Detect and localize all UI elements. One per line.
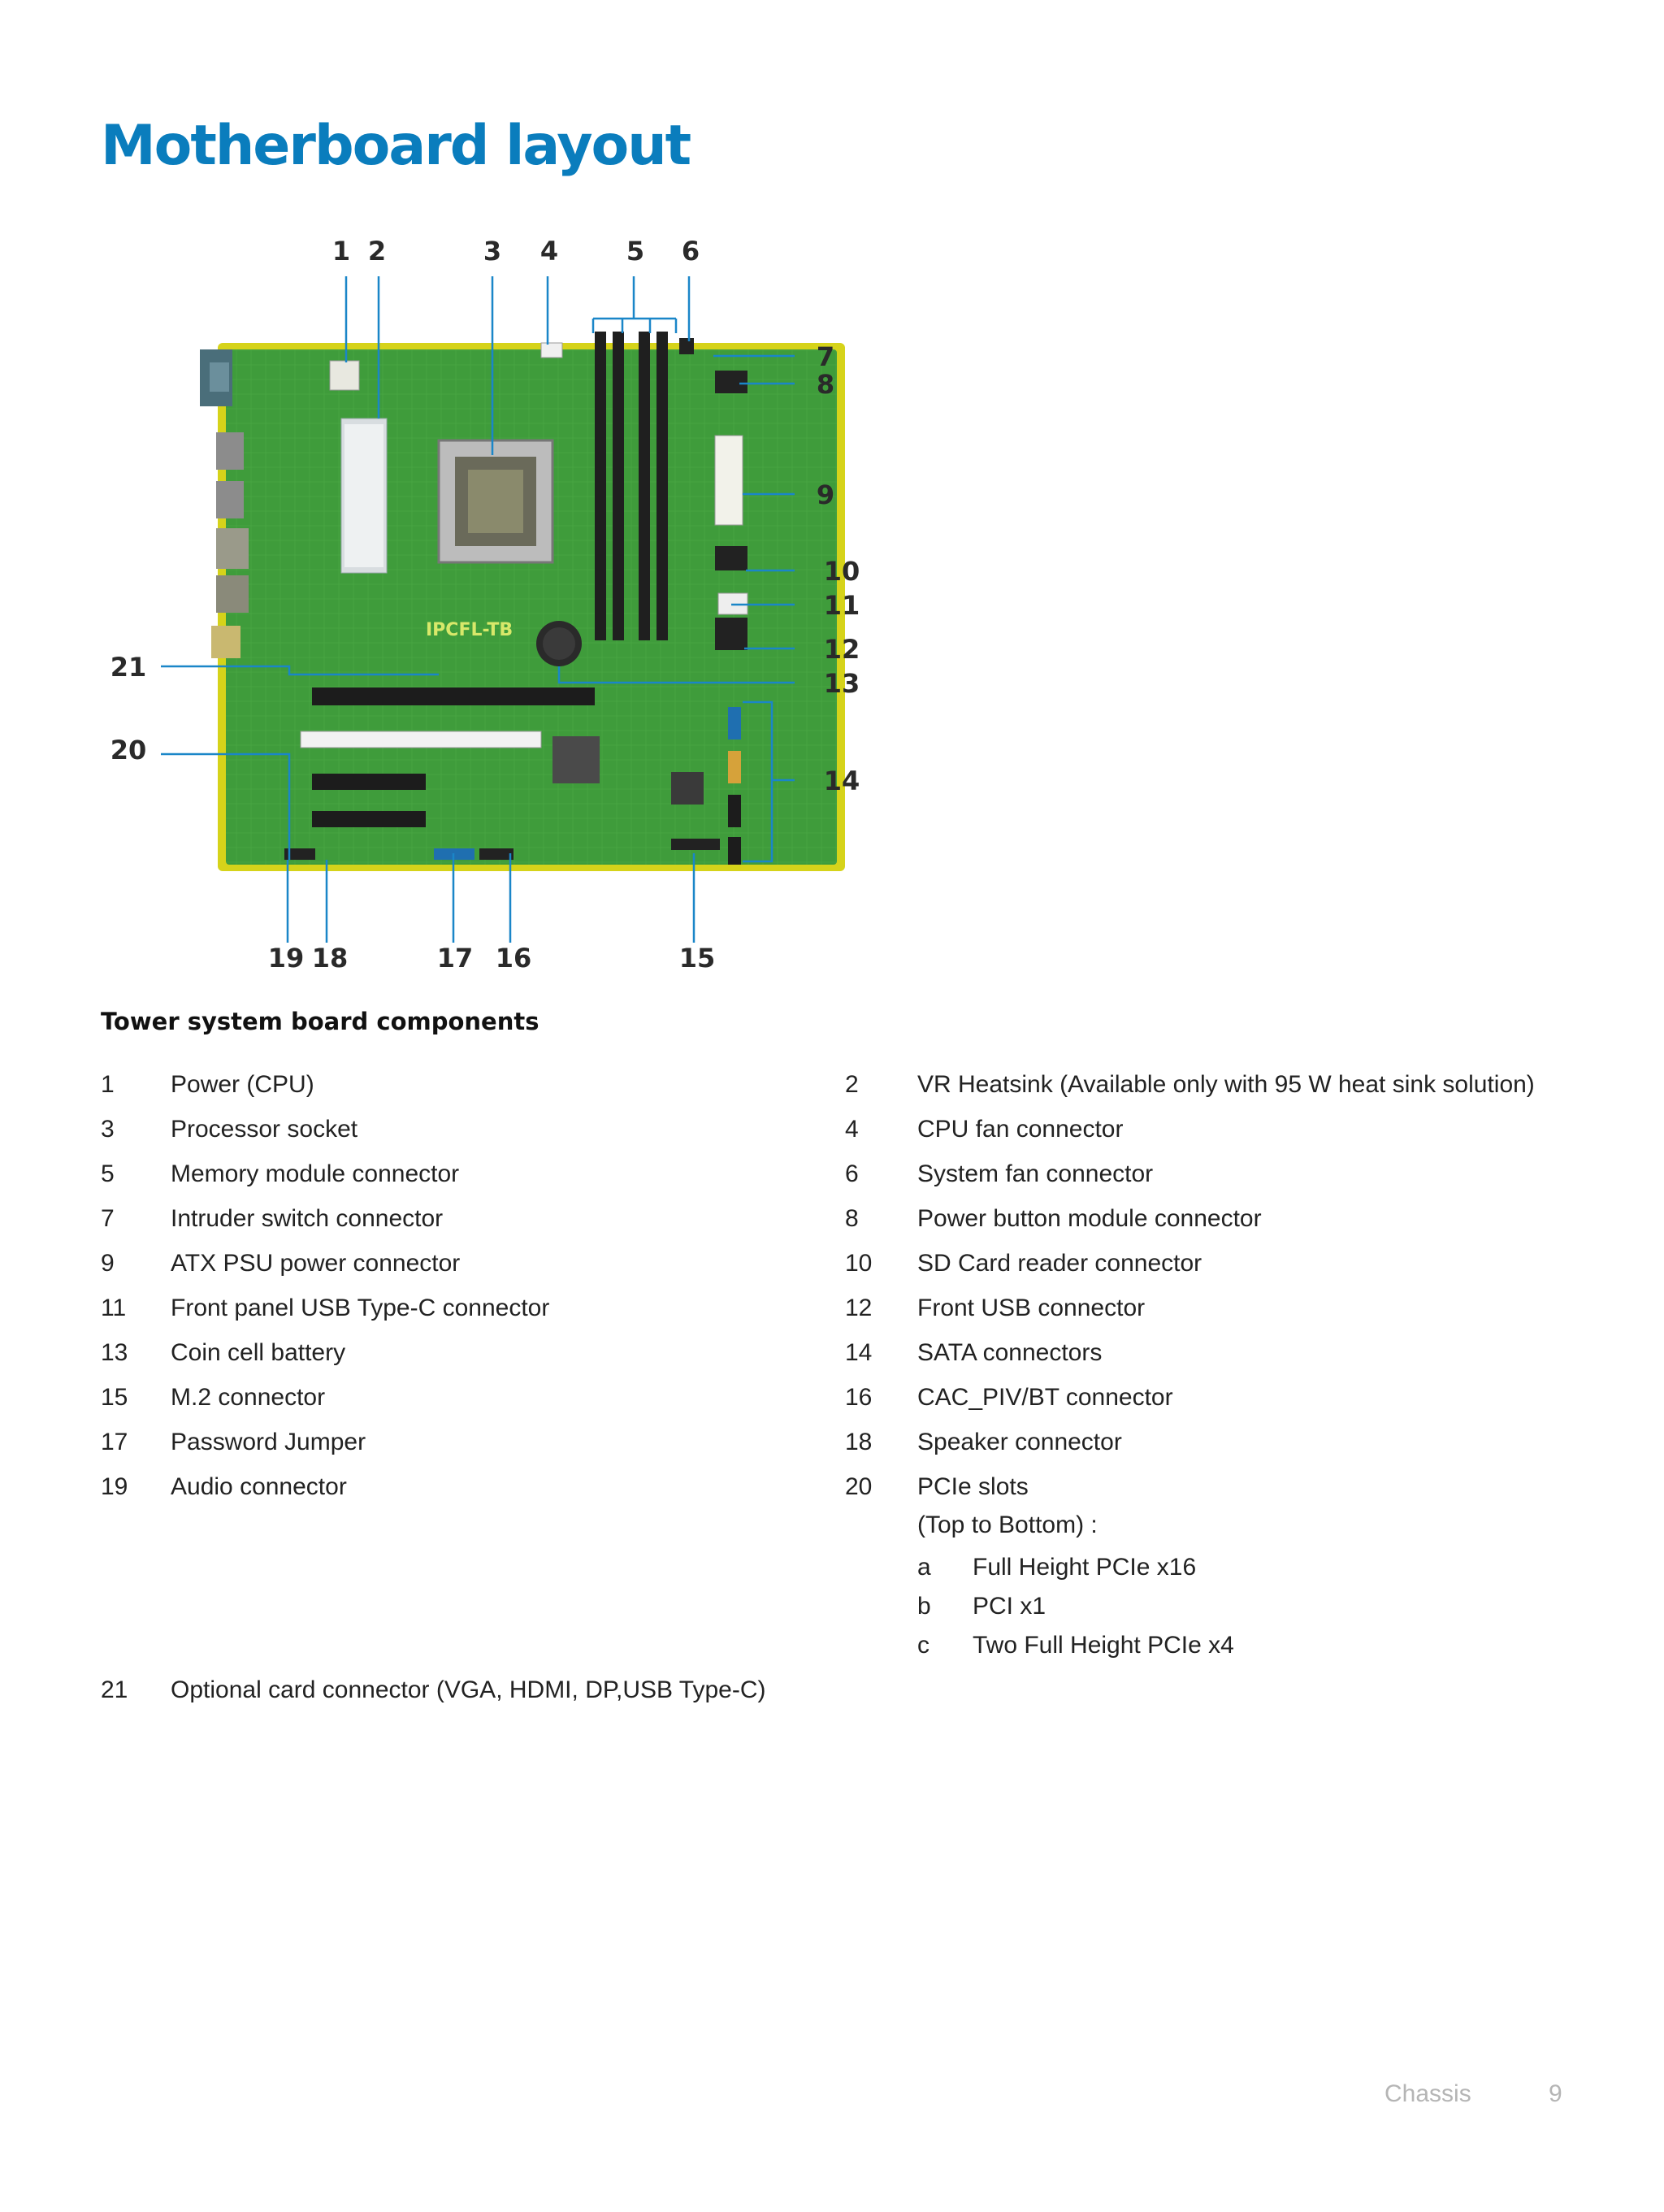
page-title: Motherboard layout — [101, 114, 690, 178]
board-silkscreen-text: IPCFL-TB — [426, 620, 513, 640]
component-number: 16 — [845, 1384, 872, 1412]
component-name: Front USB connector — [917, 1295, 1145, 1322]
component-number: 11 — [101, 1295, 126, 1322]
component-name: VR Heatsink (Available only with 95 W he… — [917, 1071, 1535, 1099]
callout-16: 16 — [496, 943, 532, 974]
callout-8: 8 — [817, 369, 834, 400]
component-name: Coin cell battery — [171, 1339, 345, 1367]
callout-11: 11 — [824, 590, 860, 621]
pcie-sub-value: Full Height PCIe x16 — [973, 1554, 1196, 1581]
component-number: 7 — [101, 1205, 115, 1233]
callout-19: 19 — [268, 943, 305, 974]
system-board: IPCFL-TB — [200, 332, 845, 871]
component-name: Intruder switch connector — [171, 1205, 443, 1233]
component-name: Processor socket — [171, 1116, 358, 1143]
component-number: 2 — [845, 1071, 859, 1099]
component-name: Power (CPU) — [171, 1071, 314, 1099]
component-number: 9 — [101, 1250, 115, 1277]
pcie-sub-value: Two Full Height PCIe x4 — [973, 1632, 1234, 1659]
component-name: SD Card reader connector — [917, 1250, 1202, 1277]
callout-17: 17 — [437, 943, 474, 974]
component-number: 15 — [101, 1384, 128, 1412]
component-number: 14 — [845, 1339, 872, 1367]
callout-5: 5 — [626, 236, 644, 267]
component-name: Power button module connector — [917, 1205, 1262, 1233]
component-number: 12 — [845, 1295, 872, 1322]
footer-page-number: 9 — [1549, 2080, 1562, 2108]
pcie-sub-key: a — [917, 1554, 931, 1581]
callout-13: 13 — [824, 668, 860, 699]
component-number: 20 — [845, 1473, 872, 1501]
callout-6: 6 — [682, 236, 700, 267]
callout-1: 1 — [332, 236, 350, 267]
callout-12: 12 — [824, 634, 860, 665]
callout-21: 21 — [110, 652, 147, 683]
pcie-sub-key: c — [917, 1632, 930, 1659]
component-number: 4 — [845, 1116, 859, 1143]
component-number: 3 — [101, 1116, 115, 1143]
component-number: 18 — [845, 1429, 872, 1456]
callout-10: 10 — [824, 556, 860, 587]
callout-3: 3 — [483, 236, 501, 267]
component-name: M.2 connector — [171, 1384, 325, 1412]
component-name: CAC_PIV/BT connector — [917, 1384, 1173, 1412]
pcie-sub-key: b — [917, 1593, 931, 1620]
motherboard-diagram: IPCFL-TB 1 — [98, 211, 910, 991]
table-title: Tower system board components — [101, 1008, 540, 1035]
component-number: 17 — [101, 1429, 128, 1456]
component-number: 6 — [845, 1160, 859, 1188]
component-number: 8 — [845, 1205, 859, 1233]
callout-20: 20 — [110, 735, 147, 766]
component-name: Speaker connector — [917, 1429, 1122, 1456]
callout-2: 2 — [368, 236, 386, 267]
component-number: 13 — [101, 1339, 128, 1367]
callout-9: 9 — [817, 479, 834, 510]
footer-section-name: Chassis — [1384, 2080, 1471, 2108]
pcie-sub-value: PCI x1 — [973, 1593, 1046, 1620]
component-name: System fan connector — [917, 1160, 1153, 1188]
component-name: ATX PSU power connector — [171, 1250, 460, 1277]
motherboard-figure: IPCFL-TB 1 — [98, 211, 910, 991]
component-name: Front panel USB Type-C connector — [171, 1295, 549, 1322]
component-number: 1 — [101, 1071, 115, 1099]
component-name: Audio connector — [171, 1473, 347, 1501]
component-number: 10 — [845, 1250, 872, 1277]
callout-14: 14 — [824, 766, 860, 796]
component-name: CPU fan connector — [917, 1116, 1123, 1143]
pcie-order-note: (Top to Bottom) : — [917, 1512, 1098, 1539]
component-number: 21 — [101, 1676, 128, 1704]
callout-7: 7 — [817, 341, 834, 372]
callout-18: 18 — [312, 943, 349, 974]
callout-15: 15 — [679, 943, 716, 974]
component-name: SATA connectors — [917, 1339, 1102, 1367]
callout-4: 4 — [540, 236, 558, 267]
component-number: 5 — [101, 1160, 115, 1188]
component-number: 19 — [101, 1473, 128, 1501]
component-name: Optional card connector (VGA, HDMI, DP,U… — [171, 1676, 766, 1704]
component-name: PCIe slots — [917, 1473, 1029, 1501]
component-name: Memory module connector — [171, 1160, 459, 1188]
component-name: Password Jumper — [171, 1429, 366, 1456]
